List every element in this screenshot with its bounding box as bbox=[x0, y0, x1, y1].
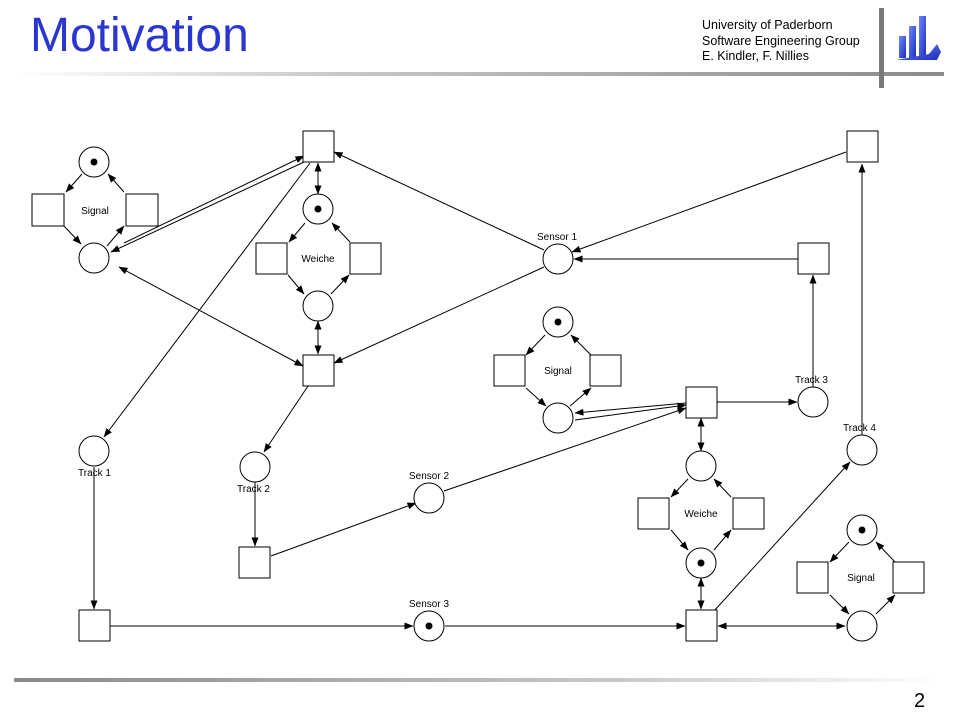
transition-bottom bbox=[685, 609, 718, 642]
arc bbox=[571, 151, 847, 253]
token bbox=[858, 526, 866, 534]
arc bbox=[574, 402, 687, 421]
affiliation-line-authors: E. Kindler, F. Nillies bbox=[702, 49, 809, 63]
arc bbox=[713, 529, 732, 551]
token bbox=[425, 622, 433, 630]
transition-signal-3-left bbox=[796, 561, 829, 594]
arc bbox=[525, 387, 547, 407]
transition-track-2-exit bbox=[238, 546, 271, 579]
page-number: 2 bbox=[914, 690, 926, 712]
university-logo-icon bbox=[896, 16, 941, 60]
label-track-1: Track 1 bbox=[78, 468, 111, 479]
place-track-2 bbox=[239, 451, 271, 483]
label-signal-1: Signal bbox=[81, 206, 109, 217]
arc bbox=[270, 502, 417, 557]
arc bbox=[670, 529, 689, 551]
arc bbox=[443, 407, 687, 492]
transition-right bbox=[797, 242, 830, 275]
place-sensor-1 bbox=[542, 243, 574, 275]
arc bbox=[713, 461, 851, 612]
arc bbox=[263, 385, 309, 453]
label-weiche-1: Weiche bbox=[301, 254, 335, 265]
transition-weiche-2-right bbox=[732, 497, 765, 530]
arc bbox=[570, 334, 592, 356]
arc bbox=[110, 161, 305, 253]
label-track-4: Track 4 bbox=[843, 423, 876, 434]
tokens bbox=[90, 158, 866, 630]
footer-rule bbox=[14, 678, 944, 682]
token bbox=[90, 158, 98, 166]
arc bbox=[574, 402, 687, 416]
transition-signal-3-right bbox=[892, 561, 925, 594]
label-sensor-2: Sensor 2 bbox=[409, 471, 449, 482]
token bbox=[554, 318, 562, 326]
label-sensor-1: Sensor 1 bbox=[537, 232, 577, 243]
arc bbox=[875, 541, 896, 563]
label-signal-3: Signal bbox=[847, 573, 875, 584]
transition-bottom-left bbox=[78, 609, 111, 642]
arc bbox=[65, 173, 83, 193]
arc bbox=[829, 594, 850, 615]
arc bbox=[333, 151, 545, 251]
arc bbox=[569, 387, 592, 407]
transition-center bbox=[685, 386, 718, 419]
place-signal-2-bottom bbox=[542, 402, 574, 434]
arc bbox=[287, 274, 305, 295]
transition-weiche-1-left bbox=[255, 242, 288, 275]
transition-top bbox=[302, 130, 335, 163]
arc bbox=[525, 334, 546, 356]
place-signal-1-bottom bbox=[78, 242, 110, 274]
label-track-2: Track 2 bbox=[237, 484, 270, 495]
affiliation-block: University of Paderborn Software Enginee… bbox=[702, 18, 860, 65]
transition-weiche-2-left bbox=[637, 497, 670, 530]
arc bbox=[288, 222, 306, 243]
arc bbox=[63, 225, 82, 245]
place-signal-3-bottom bbox=[846, 610, 878, 642]
label-weiche-2: Weiche bbox=[684, 509, 718, 520]
transition-weiche-1-right bbox=[349, 242, 382, 275]
arc bbox=[875, 594, 896, 615]
transitions bbox=[31, 130, 925, 642]
place-weiche-2-top bbox=[685, 450, 717, 482]
label-track-3: Track 3 bbox=[795, 375, 828, 386]
transition-signal-1-left bbox=[31, 193, 65, 227]
arcs bbox=[63, 151, 896, 630]
arc bbox=[330, 274, 350, 295]
affiliation-line-university: University of Paderborn bbox=[702, 18, 833, 32]
arc bbox=[106, 225, 125, 247]
place-track-4 bbox=[846, 434, 878, 466]
arc bbox=[107, 173, 125, 193]
transition-signal-2-right bbox=[589, 354, 622, 387]
arc bbox=[713, 478, 732, 498]
place-track-1 bbox=[78, 435, 110, 467]
place-sensor-2 bbox=[413, 482, 445, 514]
transition-top-right bbox=[846, 130, 879, 163]
affiliation-line-group: Software Engineering Group bbox=[702, 33, 860, 48]
label-sensor-3: Sensor 3 bbox=[409, 599, 449, 610]
arc bbox=[103, 162, 311, 438]
slide-title: Motivation bbox=[30, 9, 249, 62]
places bbox=[78, 146, 878, 642]
place-track-3 bbox=[797, 386, 829, 418]
arc bbox=[123, 155, 305, 244]
transition-signal-2-left bbox=[493, 354, 526, 387]
labels: Signal Weiche Sensor 1 Signal Track 3 Tr… bbox=[78, 206, 876, 610]
header-vertical-rule bbox=[879, 8, 884, 88]
token bbox=[697, 559, 705, 567]
label-signal-2: Signal bbox=[544, 366, 572, 377]
arc bbox=[829, 541, 850, 563]
token bbox=[314, 205, 322, 213]
arc bbox=[118, 266, 304, 367]
arc bbox=[333, 266, 545, 364]
transition-signal-1-right bbox=[125, 193, 159, 227]
arc bbox=[670, 478, 689, 498]
transition-middle bbox=[302, 354, 335, 387]
arc bbox=[331, 222, 351, 243]
header-rule bbox=[14, 72, 944, 76]
place-weiche-1-bottom bbox=[302, 290, 334, 322]
